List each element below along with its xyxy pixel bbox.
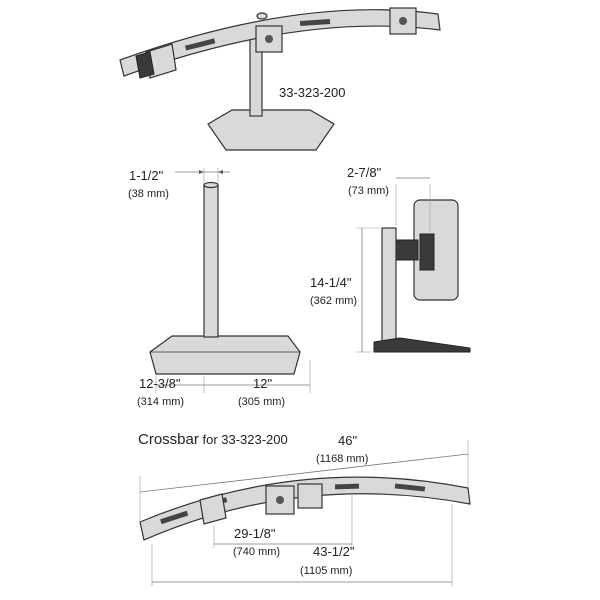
base-depth-metric: (314 mm) bbox=[137, 396, 184, 408]
inner-length-imperial: 29-1/8" bbox=[234, 526, 276, 541]
offset-metric: (73 mm) bbox=[348, 185, 389, 197]
crossbar-arm bbox=[119, 9, 441, 77]
pole-width-metric: (38 mm) bbox=[128, 188, 169, 200]
pole-width-imperial: 1-1/2" bbox=[129, 168, 164, 183]
left-bracket bbox=[135, 51, 155, 79]
base-dimensions bbox=[155, 360, 311, 393]
crossbar-title-suffix: for 33-323-200 bbox=[199, 432, 288, 447]
crossbar-arm bbox=[139, 476, 471, 541]
inner-length-metric: (740 mm) bbox=[233, 546, 280, 558]
crossbar-drawing bbox=[139, 476, 471, 541]
base-width-imperial: 12" bbox=[253, 376, 272, 391]
crossbar-slot bbox=[334, 483, 360, 490]
pole-top bbox=[203, 181, 219, 189]
pole-cap bbox=[256, 12, 268, 20]
overall-length-metric: (1168 mm) bbox=[316, 453, 368, 465]
height-metric: (362 mm) bbox=[310, 295, 357, 307]
base-width-metric: (305 mm) bbox=[238, 396, 285, 408]
model-number-label: 33-323-200 bbox=[279, 85, 346, 100]
stand-pole bbox=[203, 184, 219, 338]
offset-imperial: 2-7/8" bbox=[347, 165, 382, 180]
overall-length-imperial: 46" bbox=[338, 433, 357, 448]
height-imperial: 14-1/4" bbox=[310, 275, 352, 290]
side-vesa-plate bbox=[419, 233, 435, 271]
bar-slot bbox=[299, 18, 331, 27]
bar-slot bbox=[184, 38, 216, 51]
crossbar-title-main: Crossbar bbox=[138, 431, 199, 448]
crossbar-slot bbox=[160, 510, 189, 525]
crossbar-left-plate bbox=[199, 493, 227, 525]
base-depth-imperial: 12-3/8" bbox=[139, 376, 181, 391]
product-illustration bbox=[119, 7, 441, 151]
side-pole bbox=[381, 227, 397, 343]
crossbar-slot bbox=[394, 483, 426, 492]
mid-length-metric: (1105 mm) bbox=[300, 565, 352, 577]
stand-base bbox=[149, 335, 301, 375]
crossbar-dimensions bbox=[139, 440, 469, 586]
mid-length-imperial: 43-1/2" bbox=[313, 544, 355, 559]
stand-drawing bbox=[149, 181, 301, 375]
side-base bbox=[373, 337, 471, 353]
side-dimensions bbox=[356, 177, 431, 353]
crossbar-title: Crossbar for 33-323-200 bbox=[138, 431, 288, 448]
crossbar-right-plate bbox=[297, 483, 323, 509]
side-view-drawing bbox=[373, 199, 471, 353]
pole-width-dimension bbox=[175, 168, 230, 184]
stand-base bbox=[207, 109, 335, 151]
